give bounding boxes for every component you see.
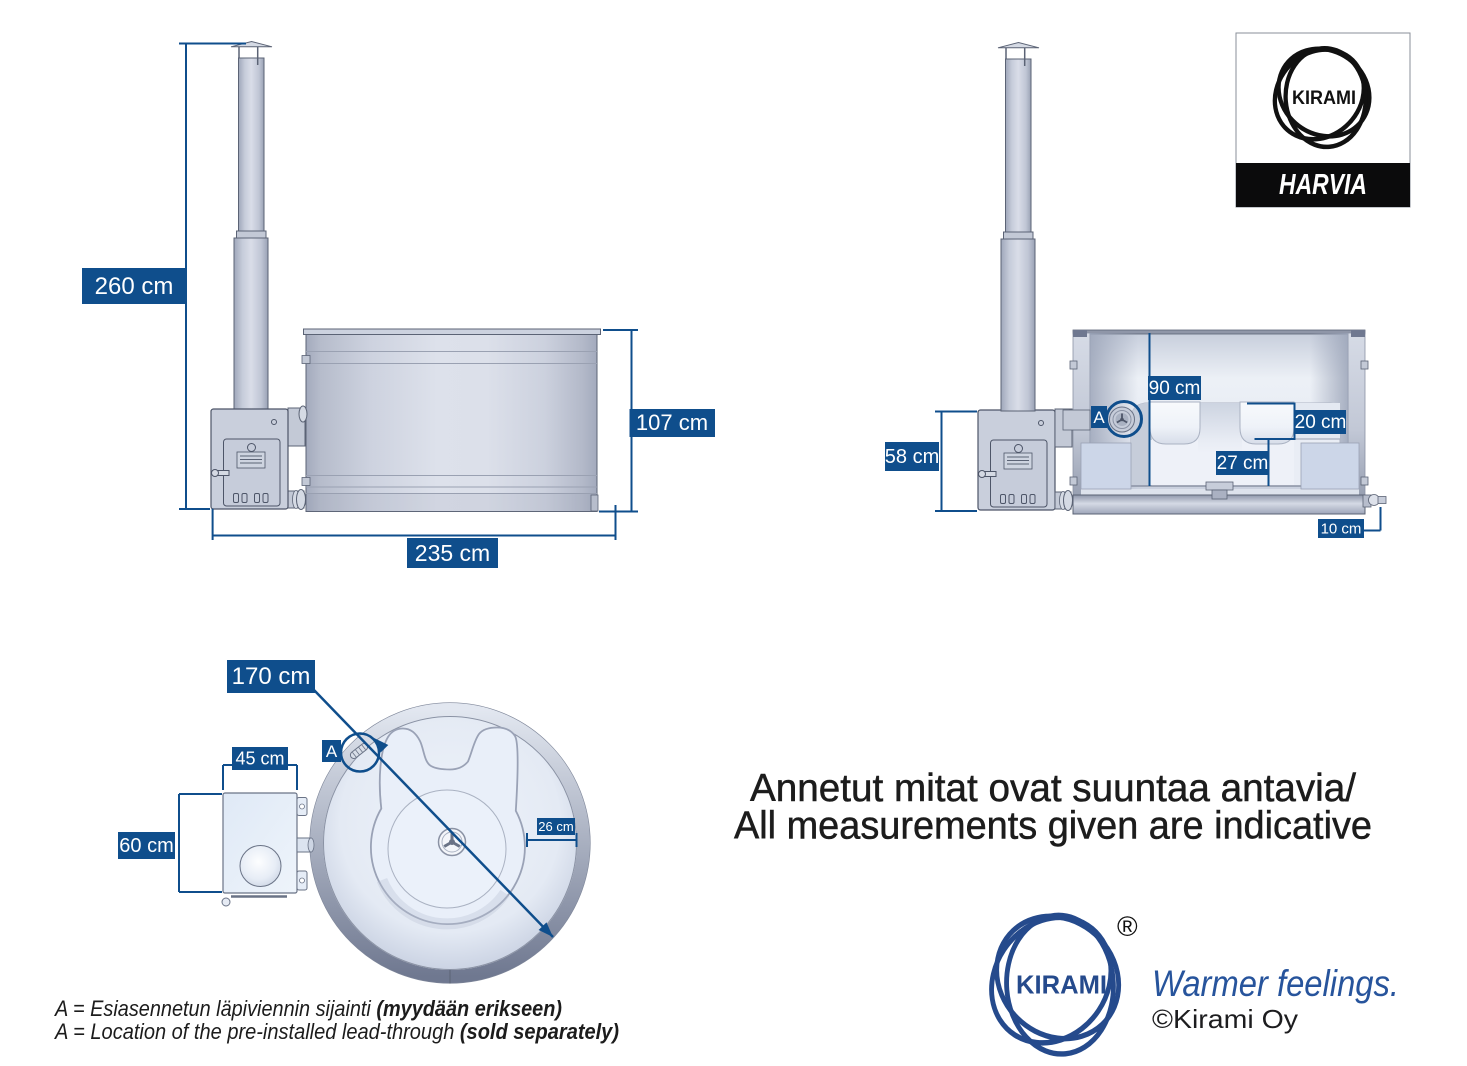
svg-text:27 cm: 27 cm (1217, 453, 1269, 474)
svg-text:260 cm: 260 cm (95, 273, 174, 300)
svg-text:KIRAMI: KIRAMI (1016, 970, 1107, 1000)
svg-text:20 cm: 20 cm (1295, 412, 1347, 433)
svg-text:All measurements given are ind: All measurements given are indicative (734, 805, 1372, 848)
svg-text:90 cm: 90 cm (1149, 378, 1201, 399)
svg-text:235 cm: 235 cm (415, 540, 490, 566)
svg-text:170 cm: 170 cm (232, 663, 311, 690)
svg-text:45 cm: 45 cm (235, 749, 284, 769)
svg-text:10 cm: 10 cm (1321, 521, 1362, 538)
svg-text:Annetut mitat ovat suuntaa ant: Annetut mitat ovat suuntaa antavia/ (750, 767, 1356, 810)
svg-text:HARVIA: HARVIA (1279, 169, 1367, 201)
svg-text:A: A (1093, 408, 1105, 427)
svg-text:©Kirami Oy: ©Kirami Oy (1152, 1004, 1298, 1034)
svg-text:Warmer feelings.: Warmer feelings. (1152, 963, 1399, 1004)
svg-text:26 cm: 26 cm (538, 819, 573, 834)
svg-text:®: ® (1117, 911, 1138, 942)
svg-text:107 cm: 107 cm (636, 410, 708, 435)
svg-text:A: A (326, 742, 338, 761)
svg-text:60 cm: 60 cm (119, 835, 173, 857)
svg-text:KIRAMI: KIRAMI (1292, 88, 1356, 109)
svg-text:A = Esiasennetun läpiviennin s: A = Esiasennetun läpiviennin sijainti (m… (53, 996, 562, 1021)
svg-text:58 cm: 58 cm (885, 446, 939, 468)
svg-text:A = Location of the pre-instal: A = Location of the pre-installed lead-t… (53, 1019, 619, 1044)
